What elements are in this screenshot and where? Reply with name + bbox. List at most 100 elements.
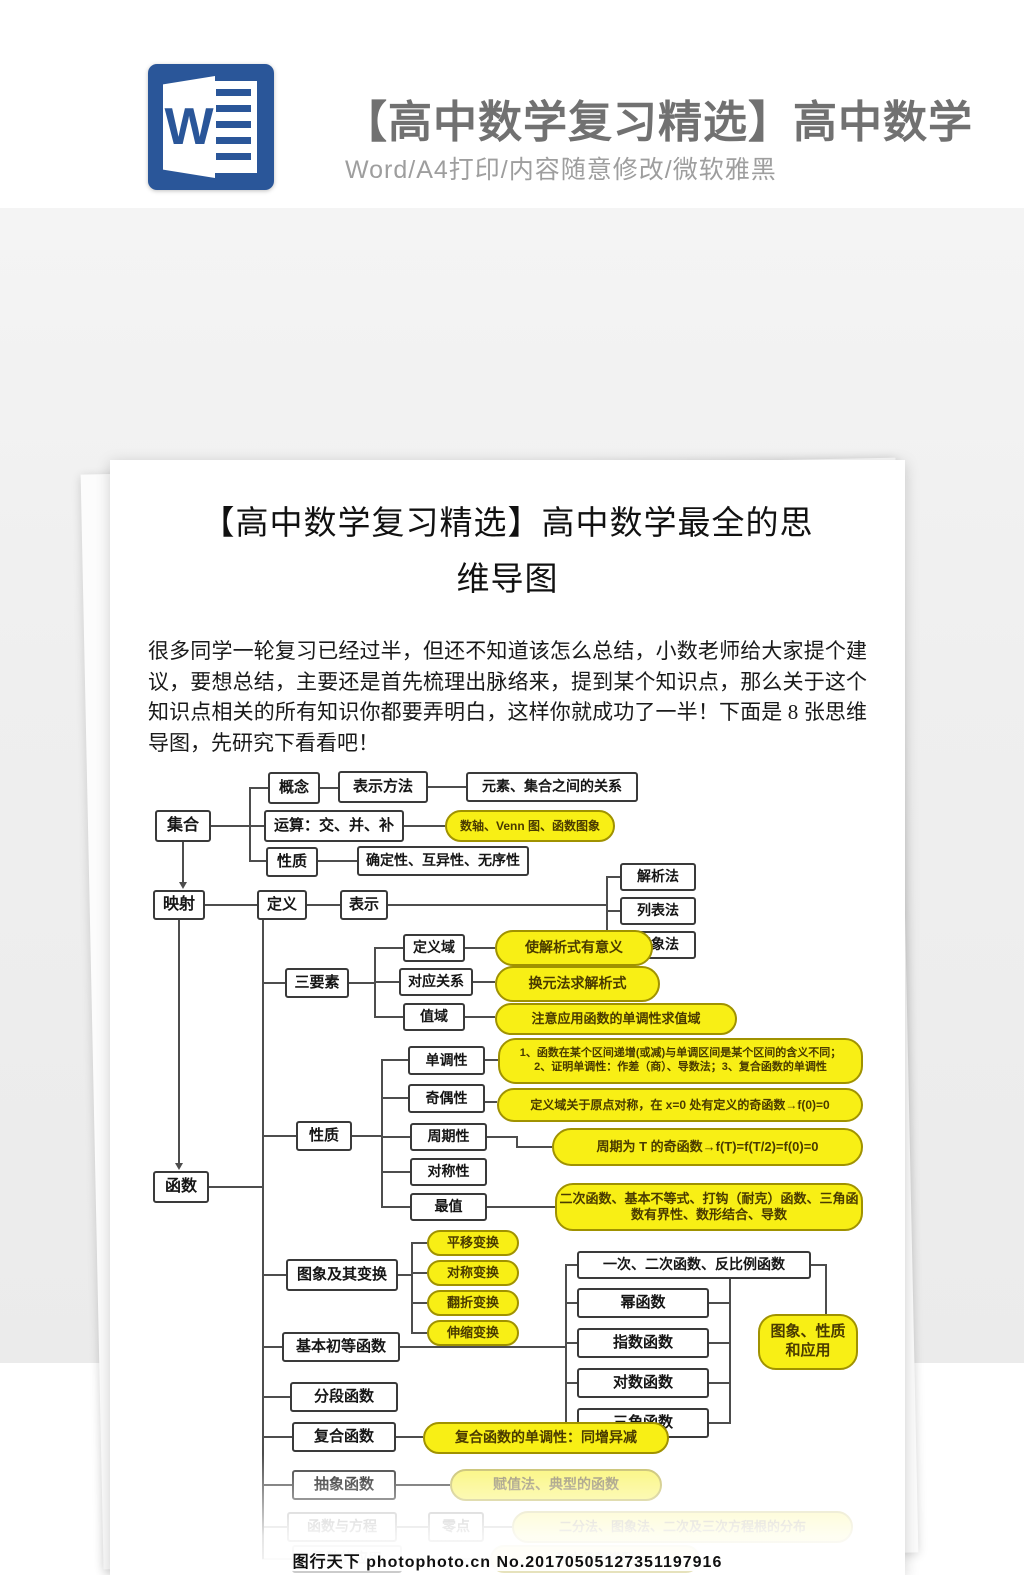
mindmap-connector-line [709,1342,729,1344]
word-doc-lines [216,89,251,165]
mindmap-connector-line [381,1059,408,1061]
mindmap-connector-line [411,1242,427,1244]
mindmap-node: 确定性、互异性、无序性 [357,846,529,876]
mindmap-node: 复合函数的单调性：同增异减 [423,1422,669,1454]
mindmap-connector-line [262,904,264,1559]
mindmap-connector-line [485,1059,498,1061]
mindmap-node: 解析法 [620,863,696,891]
mindmap-connector-line [411,1272,427,1274]
mindmap-connector-line [565,1302,577,1304]
mindmap-node: 数轴、Venn 图、函数图象 [445,810,615,842]
mindmap-connector-line [428,786,466,788]
mindmap-connector-line [318,860,357,862]
mindmap-connector-line [565,1264,567,1424]
mindmap-connector-line [205,904,257,906]
mindmap-node: 伸缩变换 [427,1320,519,1346]
mindmap-connector-line [473,981,495,983]
mindmap-connector-line [565,1342,577,1344]
mindmap-node: 1、函数在某个区间递增(或减)与单调区间是某个区间的含义不同； 2、证明单调性：… [498,1038,863,1084]
mindmap-node: 性质 [266,847,318,877]
mindmap-node: 对称变换 [427,1260,519,1286]
mindmap-node: 单调性 [408,1046,485,1075]
mindmap-node: 使解析式有意义 [495,930,653,966]
mindmap-connector-line [396,1484,450,1486]
mindmap-connector-line [709,1422,729,1424]
mindmap-node: 值域 [403,1003,465,1031]
word-w-letter: W [163,76,215,178]
mindmap-connector-line [404,825,445,827]
mindmap-connector-line [811,1264,827,1266]
mindmap-connector-line [411,1332,427,1334]
mindmap: 集合映射函数概念表示方法元素、集合之间的关系运算：交、并、补数轴、Venn 图、… [145,766,905,1573]
mindmap-node: 定义域关于原点对称，在 x=0 处有定义的奇函数→f(0)=0 [497,1088,863,1122]
mindmap-connector-line [307,904,340,906]
page-title: 【高中数学复习精选】高中数学 [343,98,973,147]
mindmap-connector-line [709,1382,729,1384]
mindmap-node: 指数函数 [577,1328,709,1358]
mindmap-node: 赋值法、典型的函数 [450,1469,662,1501]
mindmap-connector-line [262,982,285,984]
mindmap-connector-line [516,1146,552,1148]
mindmap-node: 一次、二次函数、反比例函数 [577,1251,811,1279]
mindmap-node: 运算：交、并、补 [264,810,404,842]
mindmap-node: 对数函数 [577,1368,709,1398]
mindmap-connector-line [487,1136,518,1138]
mindmap-connector-line [381,1206,410,1208]
mindmap-node: 奇偶性 [408,1084,485,1113]
mindmap-connector-line [400,1346,566,1348]
mindmap-node: 周期性 [410,1123,487,1151]
mindmap-node: 对应关系 [399,968,473,996]
mindmap-connector-line [396,1436,423,1438]
mindmap-connector-line [465,1016,495,1018]
node-hanshu: 函数 [153,1171,209,1203]
arrowhead-icon [179,882,187,889]
mindmap-node: 平移变换 [427,1230,519,1256]
mindmap-connector-line [178,920,180,1163]
mindmap-node: 二分法、图象法、二次及三次方程根的分布 [512,1511,853,1543]
mindmap-connector-line [487,1206,555,1208]
mindmap-connector-line [381,1136,410,1138]
mindmap-connector-line [411,1302,427,1304]
mindmap-connector-line [484,1526,512,1528]
mindmap-connector-line [606,910,620,912]
mindmap-connector-line [565,1264,577,1266]
mindmap-connector-line [565,1382,577,1384]
mindmap-node: 表示方法 [338,771,428,803]
watermark: 图行天下 photophoto.cn No.201705051273511979… [292,1554,723,1571]
mindmap-connector-line [374,981,399,983]
mindmap-node: 定义 [257,890,307,920]
mindmap-connector-line [381,1097,408,1099]
mindmap-node: 图象、性质 和应用 [758,1314,858,1370]
mindmap-connector-line [381,1171,410,1173]
mindmap-connector-line [262,1346,282,1348]
word-file-icon: W [148,64,274,190]
arrowhead-icon [175,1163,183,1170]
mindmap-connector-line [320,787,338,789]
mindmap-connector-line [397,1526,428,1528]
mindmap-node: 二次函数、基本不等式、打钩（耐克）函数、三角函数有界性、数形结合、导数 [555,1183,863,1231]
mindmap-connector-line [381,1059,383,1208]
mindmap-connector-line [249,787,268,789]
document-title: 【高中数学复习精选】高中数学最全的思 维导图 [201,506,814,599]
mindmap-connector-line [729,1279,731,1424]
mindmap-node: 表示 [340,890,388,920]
mindmap-node: 换元法求解析式 [495,966,660,1002]
mindmap-node: 函数与方程 [287,1512,397,1542]
mindmap-connector-line [209,1186,263,1188]
mindmap-node: 三要素 [285,968,349,998]
mindmap-connector-line [182,842,184,882]
mindmap-connector-line [516,1136,518,1147]
mindmap-node: 周期为 T 的奇函数→f(T)=f(T/2)=f(0)=0 [552,1128,863,1166]
mindmap-node: 定义域 [403,934,465,962]
mindmap-node: 对称性 [410,1158,487,1186]
site-header: W 【高中数学复习精选】高中数学 Word/A4打印/内容随意修改/微软雅黑 [0,0,1024,208]
mindmap-node: 元素、集合之间的关系 [466,772,638,802]
mindmap-node: 分段函数 [290,1382,398,1412]
mindmap-connector-line [262,1436,292,1438]
document-page: 【高中数学复习精选】高中数学最全的思 维导图 很多同学一轮复习已经过半，但还不知… [110,460,905,1575]
mindmap-node: 列表法 [620,897,696,925]
mindmap-connector-line [262,1135,296,1137]
mindmap-connector-line [262,1274,286,1276]
mindmap-node: 最值 [410,1193,487,1221]
word-doc-sheet [210,81,257,173]
